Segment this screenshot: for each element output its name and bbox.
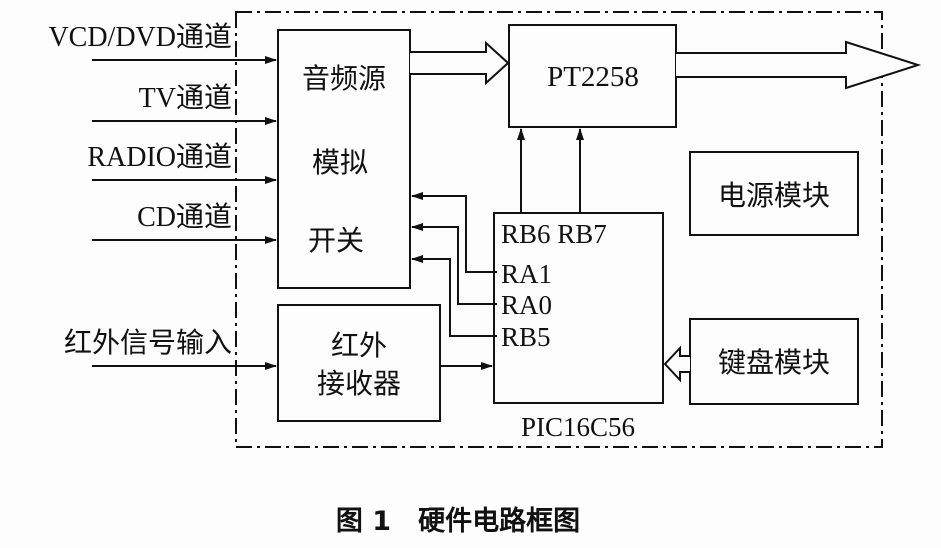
rb5-control-line [411, 255, 497, 337]
ra1-control-line [411, 192, 497, 273]
ir-receiver-line-1: 红外 [331, 330, 387, 362]
analog-switch-line-3: 开关 [308, 225, 364, 257]
mcu-top-pins: RB6 RB7 [501, 219, 607, 249]
analog-switch-block [277, 29, 411, 289]
power-module-label: 电源模块 [718, 180, 830, 212]
switch-to-pt2258-arrow [410, 40, 510, 86]
system-boundary [235, 11, 883, 448]
power-module-block [689, 151, 859, 236]
analog-switch-line-2: 模拟 [312, 147, 368, 179]
mcu-pin-rb5: RB5 [501, 322, 551, 352]
radio-input-label: RADIO通道 [87, 141, 232, 173]
mcu-to-pt2258-lines [517, 128, 584, 213]
figure-caption: 图 1 硬件电路框图 [336, 505, 580, 537]
input-lines [92, 56, 277, 370]
tv-input-label: TV通道 [139, 82, 232, 114]
mcu-name: PIC16C56 [521, 412, 635, 442]
cd-input-label: CD通道 [137, 201, 232, 233]
mcu-pin-ra0: RA0 [501, 290, 552, 320]
mcu-pin-ra1: RA1 [501, 259, 552, 289]
pt2258-label: PT2258 [547, 61, 639, 93]
vcd-input-label: VCD/DVD通道 [48, 21, 232, 53]
mcu-block [493, 212, 664, 404]
ir-receiver-line-2: 接收器 [317, 368, 401, 400]
ir-input-label: 红外信号输入 [64, 327, 232, 359]
ir-receiver-block [277, 304, 441, 422]
audio-output-arrow [676, 40, 922, 90]
keyboard-module-label: 键盘模块 [718, 347, 830, 379]
ra0-control-line [411, 223, 497, 305]
analog-switch-line-1: 音频源 [302, 63, 386, 95]
control-lines [411, 192, 497, 337]
keyboard-to-mcu-arrow [663, 345, 690, 383]
